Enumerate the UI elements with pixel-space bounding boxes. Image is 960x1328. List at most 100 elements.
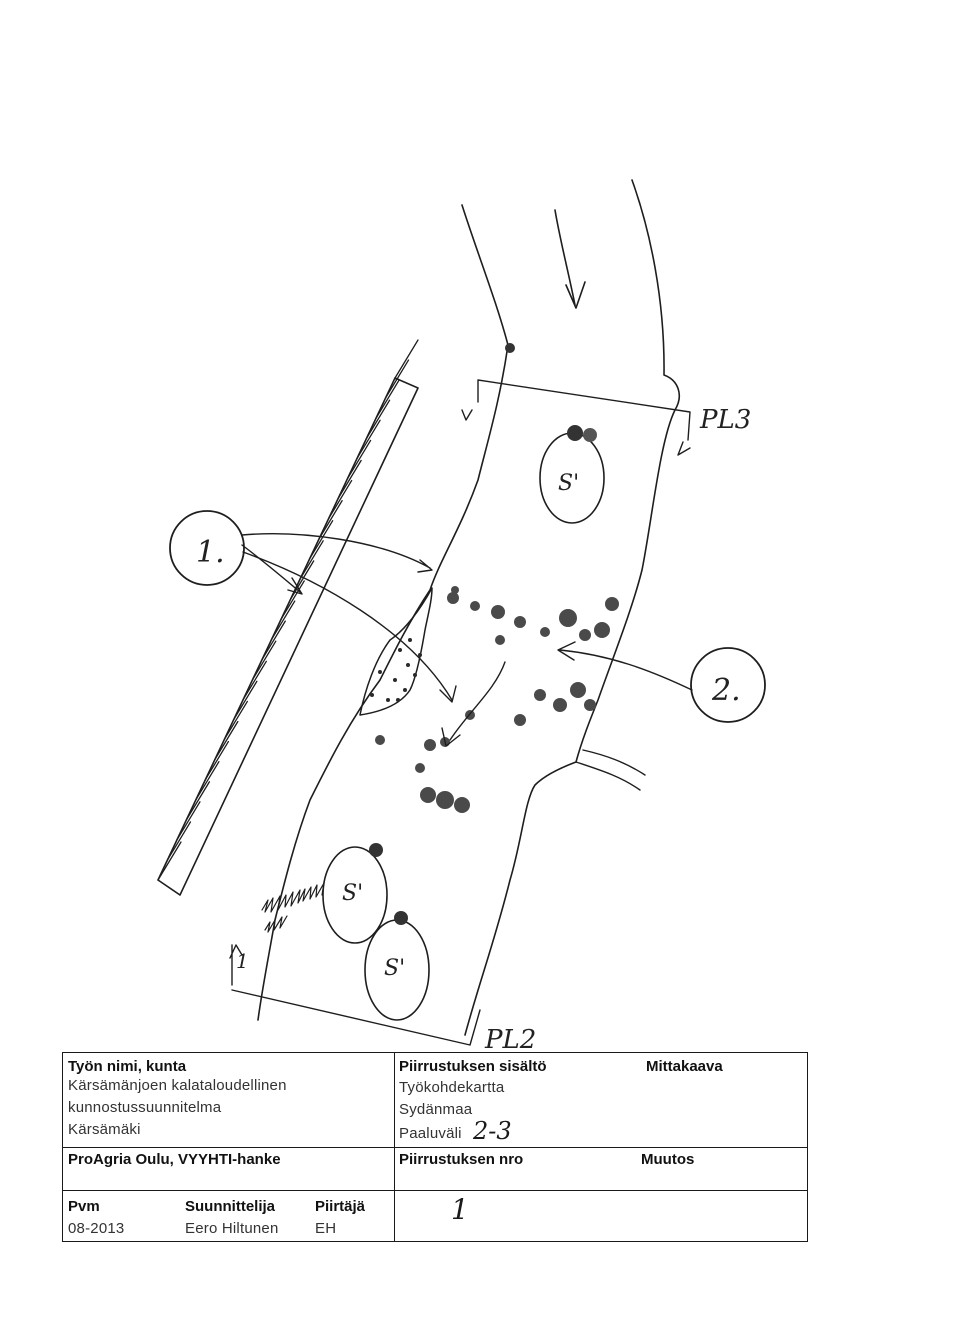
municipality: Kärsämäki bbox=[68, 1121, 141, 1138]
flow-arrow-icon bbox=[554, 209, 586, 309]
gravel-dot bbox=[408, 638, 412, 642]
svg-text:2.: 2. bbox=[711, 673, 741, 708]
channel-stone bbox=[559, 609, 577, 627]
road-hatch-line bbox=[365, 399, 391, 439]
channel-stone bbox=[495, 635, 505, 645]
channel-stone bbox=[436, 791, 454, 809]
drafter-header: Piirtäjä bbox=[315, 1198, 366, 1215]
svg-text:S': S' bbox=[342, 881, 363, 906]
gravel-dot bbox=[413, 673, 417, 677]
road-hatch-line bbox=[185, 781, 211, 821]
gravel-dot bbox=[370, 693, 374, 697]
change-header: Muutos bbox=[641, 1151, 695, 1168]
drawing-no-header: Piirrustuksen nro bbox=[399, 1151, 524, 1168]
callout-2: 2. bbox=[557, 641, 766, 723]
stone-group-top: S' bbox=[539, 425, 605, 524]
road-hatch-line bbox=[261, 620, 286, 660]
channel-stone bbox=[415, 763, 425, 773]
contents-line3-label: Paaluväli bbox=[399, 1125, 462, 1142]
gravel-dot bbox=[418, 653, 422, 657]
channel-stone bbox=[447, 592, 459, 604]
channel-stone bbox=[470, 601, 480, 611]
channel-stone bbox=[553, 698, 567, 712]
road-hatch-line bbox=[375, 379, 400, 419]
gravel-dot bbox=[396, 698, 400, 702]
road-hatch-line bbox=[252, 640, 277, 680]
contents-line3-value: 2-3 bbox=[473, 1117, 512, 1145]
stake-pl3-label: PL3 bbox=[699, 405, 751, 435]
work-name-header: Työn nimi, kunta bbox=[68, 1058, 187, 1075]
gravel-dot bbox=[403, 688, 407, 692]
work-name-line1: Kärsämänjoen kalataloudellinen bbox=[68, 1077, 287, 1094]
contents-line1: Työkohdekartta bbox=[399, 1079, 505, 1096]
road-hatch-line bbox=[157, 841, 182, 881]
date-value: 08-2013 bbox=[68, 1220, 125, 1237]
road-hatch-line bbox=[280, 580, 305, 620]
side-creek bbox=[575, 749, 646, 791]
road-hatch-line bbox=[318, 499, 343, 540]
channel-stone bbox=[454, 797, 470, 813]
road-hatch-line bbox=[299, 540, 324, 580]
road-hatch-line bbox=[394, 339, 419, 379]
channel-stone bbox=[514, 714, 526, 726]
designer-header: Suunnittelija bbox=[185, 1198, 275, 1215]
channel-stone bbox=[579, 629, 591, 641]
gravel-dot bbox=[393, 678, 397, 682]
gravel-dot bbox=[406, 663, 410, 667]
channel-stone bbox=[451, 586, 459, 594]
channel-stone bbox=[420, 787, 436, 803]
date-header: Pvm bbox=[68, 1198, 100, 1215]
road-hatch-line bbox=[195, 761, 220, 801]
svg-text:S': S' bbox=[384, 956, 405, 981]
road-hatch-line bbox=[271, 600, 296, 640]
title-block: Työn nimi, kunta Kärsämänjoen kalataloud… bbox=[62, 1052, 808, 1242]
channel-stone bbox=[534, 689, 546, 701]
channel-stone bbox=[514, 616, 526, 628]
drawing-no-value: 1 bbox=[451, 1193, 469, 1226]
road-hatch-line bbox=[346, 439, 372, 480]
bank-vegetation bbox=[261, 882, 325, 933]
road-hatch-line bbox=[384, 359, 410, 399]
designer-value: Eero Hiltunen bbox=[185, 1220, 279, 1237]
channel-stone bbox=[605, 597, 619, 611]
work-name-line2: kunnostussuunnitelma bbox=[68, 1099, 222, 1116]
pl2-section-line bbox=[229, 944, 481, 1046]
organization: ProAgria Oulu, VYYHTI-hanke bbox=[68, 1151, 281, 1168]
stone-group-mid: S' bbox=[322, 843, 388, 944]
road-hatch-line bbox=[242, 660, 267, 700]
channel-stone bbox=[540, 627, 550, 637]
svg-text:1.: 1. bbox=[196, 535, 225, 570]
scale-header: Mittakaava bbox=[646, 1058, 723, 1075]
callout-1: 1. bbox=[169, 510, 506, 747]
channel-stone bbox=[584, 699, 596, 711]
channel-stone bbox=[424, 739, 436, 751]
svg-text:S': S' bbox=[558, 471, 579, 496]
drafter-value: EH bbox=[315, 1220, 337, 1237]
contents-header: Piirrustuksen sisältö bbox=[399, 1058, 547, 1075]
stone-group-bottom: S' bbox=[364, 911, 430, 1021]
road-hatch-line bbox=[337, 459, 362, 500]
gravel-dot bbox=[386, 698, 390, 702]
section-mark-label: 1 bbox=[236, 949, 249, 973]
gravel-dot bbox=[398, 648, 402, 652]
river-right-bank bbox=[464, 179, 680, 1036]
river-sketch: PL3 PL2 1 S' S' S' 1. 2. bbox=[157, 179, 766, 1055]
road-hatch-line bbox=[204, 740, 230, 781]
road-hatch-line bbox=[166, 821, 192, 861]
pl3-section-line bbox=[461, 379, 691, 456]
channel-stone bbox=[594, 622, 610, 638]
road-hatch-line bbox=[214, 720, 239, 761]
gravel-dot bbox=[378, 670, 382, 674]
hatched-road bbox=[157, 339, 419, 896]
road-hatch-line bbox=[327, 479, 353, 520]
road-hatch-line bbox=[233, 680, 258, 721]
road-hatch-line bbox=[223, 700, 249, 741]
bank-marker bbox=[505, 343, 515, 353]
stake-pl2-label: PL2 bbox=[484, 1025, 536, 1055]
contents-line2: Sydänmaa bbox=[399, 1101, 473, 1118]
channel-stone bbox=[375, 735, 385, 745]
channel-stone bbox=[570, 682, 586, 698]
road-hatch-line bbox=[309, 520, 334, 560]
channel-stone bbox=[491, 605, 505, 619]
road-hatch-line bbox=[176, 801, 201, 841]
